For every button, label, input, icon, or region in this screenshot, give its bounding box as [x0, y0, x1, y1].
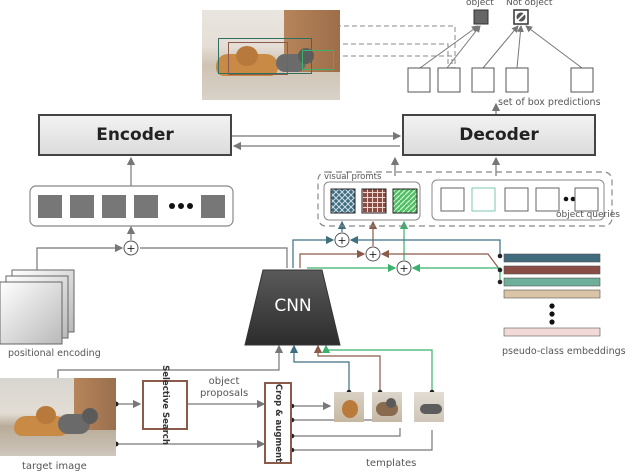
add-node-encoder: +	[123, 240, 139, 256]
object-class-square	[473, 9, 489, 25]
template-crop-2	[372, 392, 402, 422]
box-prediction-5	[570, 67, 594, 93]
token-2	[70, 195, 94, 218]
object-queries-label: object queries	[556, 210, 620, 220]
visual-prompt-3	[392, 188, 418, 214]
crop-augment-label: Crop & augment	[273, 383, 283, 463]
crop-augment-block: Crop & augment	[264, 382, 292, 464]
object-query-2	[471, 187, 496, 212]
pseudo-class-embedding-3	[503, 277, 601, 287]
pseudo-class-embeddings-label: pseudo-class embeddings	[502, 346, 626, 357]
target-image-label: target image	[22, 461, 87, 472]
pseudo-class-embedding-n	[503, 327, 601, 337]
not-object-class-label: Not object	[506, 0, 553, 8]
token-5	[201, 195, 225, 218]
pseudo-class-embedding-4	[503, 289, 601, 299]
template-crop-1	[334, 392, 364, 422]
box-prediction-2	[437, 67, 461, 93]
visual-prompt-1	[330, 188, 356, 214]
cnn-block	[244, 269, 341, 346]
svg-text:+: +	[399, 262, 408, 275]
box-prediction-4	[505, 67, 529, 93]
encoder-block: Encoder	[38, 114, 232, 156]
object-query-5	[574, 187, 599, 212]
no-sign-icon	[516, 12, 526, 22]
decoder-block: Decoder	[402, 114, 596, 156]
object-query-4	[535, 187, 560, 212]
add-node-prompt-3: +	[396, 260, 412, 276]
pseudo-class-embedding-2	[503, 265, 601, 275]
object-query-3	[504, 187, 529, 212]
object-query-1	[440, 187, 465, 212]
visual-prompt-2	[361, 188, 387, 214]
box-prediction-1	[407, 67, 431, 93]
pseudo-class-embedding-1	[503, 253, 601, 263]
selective-search-label: Selective Search	[160, 365, 170, 445]
svg-text:+: +	[126, 242, 135, 255]
add-node-prompt-2: +	[365, 246, 381, 262]
add-node-prompt-1: +	[334, 232, 350, 248]
positional-encoding-sheet-1	[0, 281, 63, 345]
detection-result-image	[202, 10, 340, 100]
decoder-input-group	[317, 171, 613, 227]
token-4	[134, 195, 158, 218]
object-class-label: object	[466, 0, 494, 8]
encoder-label: Encoder	[96, 125, 174, 145]
token-3	[102, 195, 126, 218]
box-prediction-3	[471, 67, 495, 93]
visual-prompts-label: visual promts	[324, 172, 382, 182]
selective-search-block: Selective Search	[142, 365, 188, 445]
decoder-label: Decoder	[459, 125, 539, 145]
target-image	[0, 378, 116, 456]
templates-label: templates	[366, 458, 417, 469]
object-proposals-label: object proposals	[200, 376, 249, 399]
cnn-label: CNN	[274, 296, 312, 316]
box-predictions-label: set of box predictions	[498, 97, 601, 108]
svg-text:+: +	[337, 234, 346, 247]
template-crop-3	[414, 392, 444, 422]
positional-encoding-label: positional encoding	[8, 348, 101, 359]
token-1	[38, 195, 62, 218]
svg-text:+: +	[368, 248, 377, 261]
